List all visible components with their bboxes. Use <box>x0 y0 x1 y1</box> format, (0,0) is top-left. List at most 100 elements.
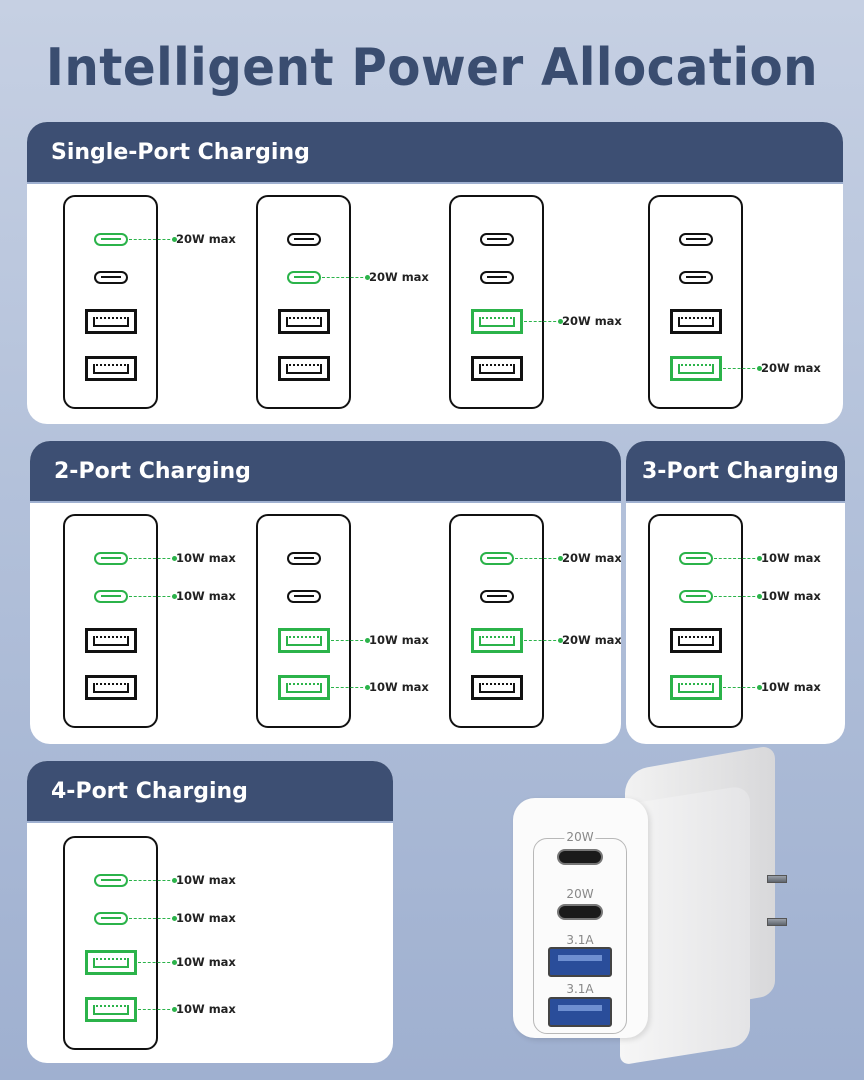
power-label: 10W max <box>761 589 821 603</box>
connector-line <box>714 555 762 561</box>
connector-line <box>129 555 177 561</box>
usb-c-port-icon <box>557 904 603 920</box>
charger-diagram <box>256 514 351 728</box>
usb-a-port-icon <box>277 627 330 653</box>
page-title: Intelligent Power Allocation <box>45 38 819 98</box>
usb-c-port-icon <box>93 911 128 925</box>
connector-line <box>331 637 370 643</box>
power-label: 10W max <box>176 1002 236 1016</box>
charger-diagram <box>63 836 158 1050</box>
panel-heading: 2-Port Charging <box>30 441 621 503</box>
usb-a-port-icon <box>84 996 137 1022</box>
connector-line <box>714 593 762 599</box>
connector-line <box>129 877 177 883</box>
power-label: 10W max <box>176 873 236 887</box>
power-label: 10W max <box>176 911 236 925</box>
power-label: 20W max <box>562 314 622 328</box>
usb-a-port-icon <box>548 947 612 977</box>
port-rating-label: 20W <box>566 887 594 901</box>
panel-body: 10W max 10W max 10W max 10W max <box>27 823 393 1063</box>
power-label: 20W max <box>562 633 621 647</box>
usb-a-port-icon <box>84 949 137 975</box>
usb-c-port-icon <box>93 270 128 284</box>
usb-a-port-icon <box>84 627 137 653</box>
panel-heading: 4-Port Charging <box>27 761 393 823</box>
panel-body: 10W max 10W max 10W max <box>626 503 845 744</box>
usb-c-port-icon <box>678 232 713 246</box>
power-label: 20W max <box>562 551 621 565</box>
usb-c-port-icon <box>93 232 128 246</box>
usb-a-port-icon <box>470 355 523 381</box>
usb-c-port-icon <box>479 589 514 603</box>
charger-diagram <box>449 195 544 409</box>
power-label: 20W max <box>176 232 236 246</box>
panel-heading: Single-Port Charging <box>27 122 843 184</box>
charger-port-panel: 20W 20W 3.1A 3.1A <box>533 830 627 1034</box>
power-label: 10W max <box>176 551 236 565</box>
usb-c-port-icon <box>678 270 713 284</box>
port-rating-label: 3.1A <box>566 933 594 947</box>
connector-line <box>524 318 563 324</box>
usb-c-port-icon <box>557 849 603 865</box>
usb-a-port-icon <box>84 674 137 700</box>
usb-c-port-icon <box>678 551 713 565</box>
usb-a-port-icon <box>548 997 612 1027</box>
connector-line <box>515 555 563 561</box>
usb-a-port-icon <box>669 627 722 653</box>
usb-c-port-icon <box>479 551 514 565</box>
connector-line <box>129 915 177 921</box>
power-label: 10W max <box>369 633 429 647</box>
power-label: 20W max <box>369 270 429 284</box>
charger-diagram <box>648 195 743 409</box>
panel-heading: 3-Port Charging <box>626 441 845 503</box>
connector-line <box>129 236 177 242</box>
power-label: 20W max <box>761 361 821 375</box>
usb-a-port-icon <box>277 674 330 700</box>
connector-line <box>331 684 370 690</box>
usb-c-port-icon <box>286 232 321 246</box>
usb-a-port-icon <box>669 308 722 334</box>
port-rating-label: 3.1A <box>566 982 594 996</box>
usb-a-port-icon <box>470 308 523 334</box>
power-label: 10W max <box>176 955 236 969</box>
plug-prong-icon <box>767 918 787 926</box>
usb-c-port-icon <box>286 551 321 565</box>
usb-a-port-icon <box>277 355 330 381</box>
power-label: 10W max <box>761 680 821 694</box>
usb-c-port-icon <box>286 270 321 284</box>
usb-c-port-icon <box>479 270 514 284</box>
usb-a-port-icon <box>84 355 137 381</box>
charger-diagram <box>256 195 351 409</box>
charger-diagram <box>63 195 158 409</box>
connector-line <box>322 274 370 280</box>
panel-body: 20W max 20W max 20W max 20W max <box>27 184 843 424</box>
charger-diagram <box>648 514 743 728</box>
usb-a-port-icon <box>84 308 137 334</box>
usb-a-port-icon <box>470 674 523 700</box>
usb-c-port-icon <box>93 873 128 887</box>
panel-body: 10W max 10W max 10W max 10W max 20W max 20W m… <box>30 503 621 744</box>
usb-c-port-icon <box>479 232 514 246</box>
connector-line <box>138 1006 177 1012</box>
panel-three-port: 3-Port Charging 10W max 10W max 10W max <box>626 441 845 744</box>
plug-prong-icon <box>767 875 787 883</box>
usb-a-port-icon <box>277 308 330 334</box>
usb-c-port-icon <box>286 589 321 603</box>
usb-a-port-icon <box>669 355 722 381</box>
usb-a-port-icon <box>470 627 523 653</box>
connector-line <box>524 637 563 643</box>
power-label: 10W max <box>761 551 821 565</box>
connector-line <box>723 684 762 690</box>
port-rating-label: 20W <box>564 830 596 844</box>
power-label: 10W max <box>369 680 429 694</box>
usb-c-port-icon <box>678 589 713 603</box>
connector-line <box>723 365 762 371</box>
charger-diagram <box>63 514 158 728</box>
power-label: 10W max <box>176 589 236 603</box>
connector-line <box>129 593 177 599</box>
usb-a-port-icon <box>669 674 722 700</box>
charger-product-image: 20W 20W 3.1A 3.1A <box>505 744 795 1070</box>
